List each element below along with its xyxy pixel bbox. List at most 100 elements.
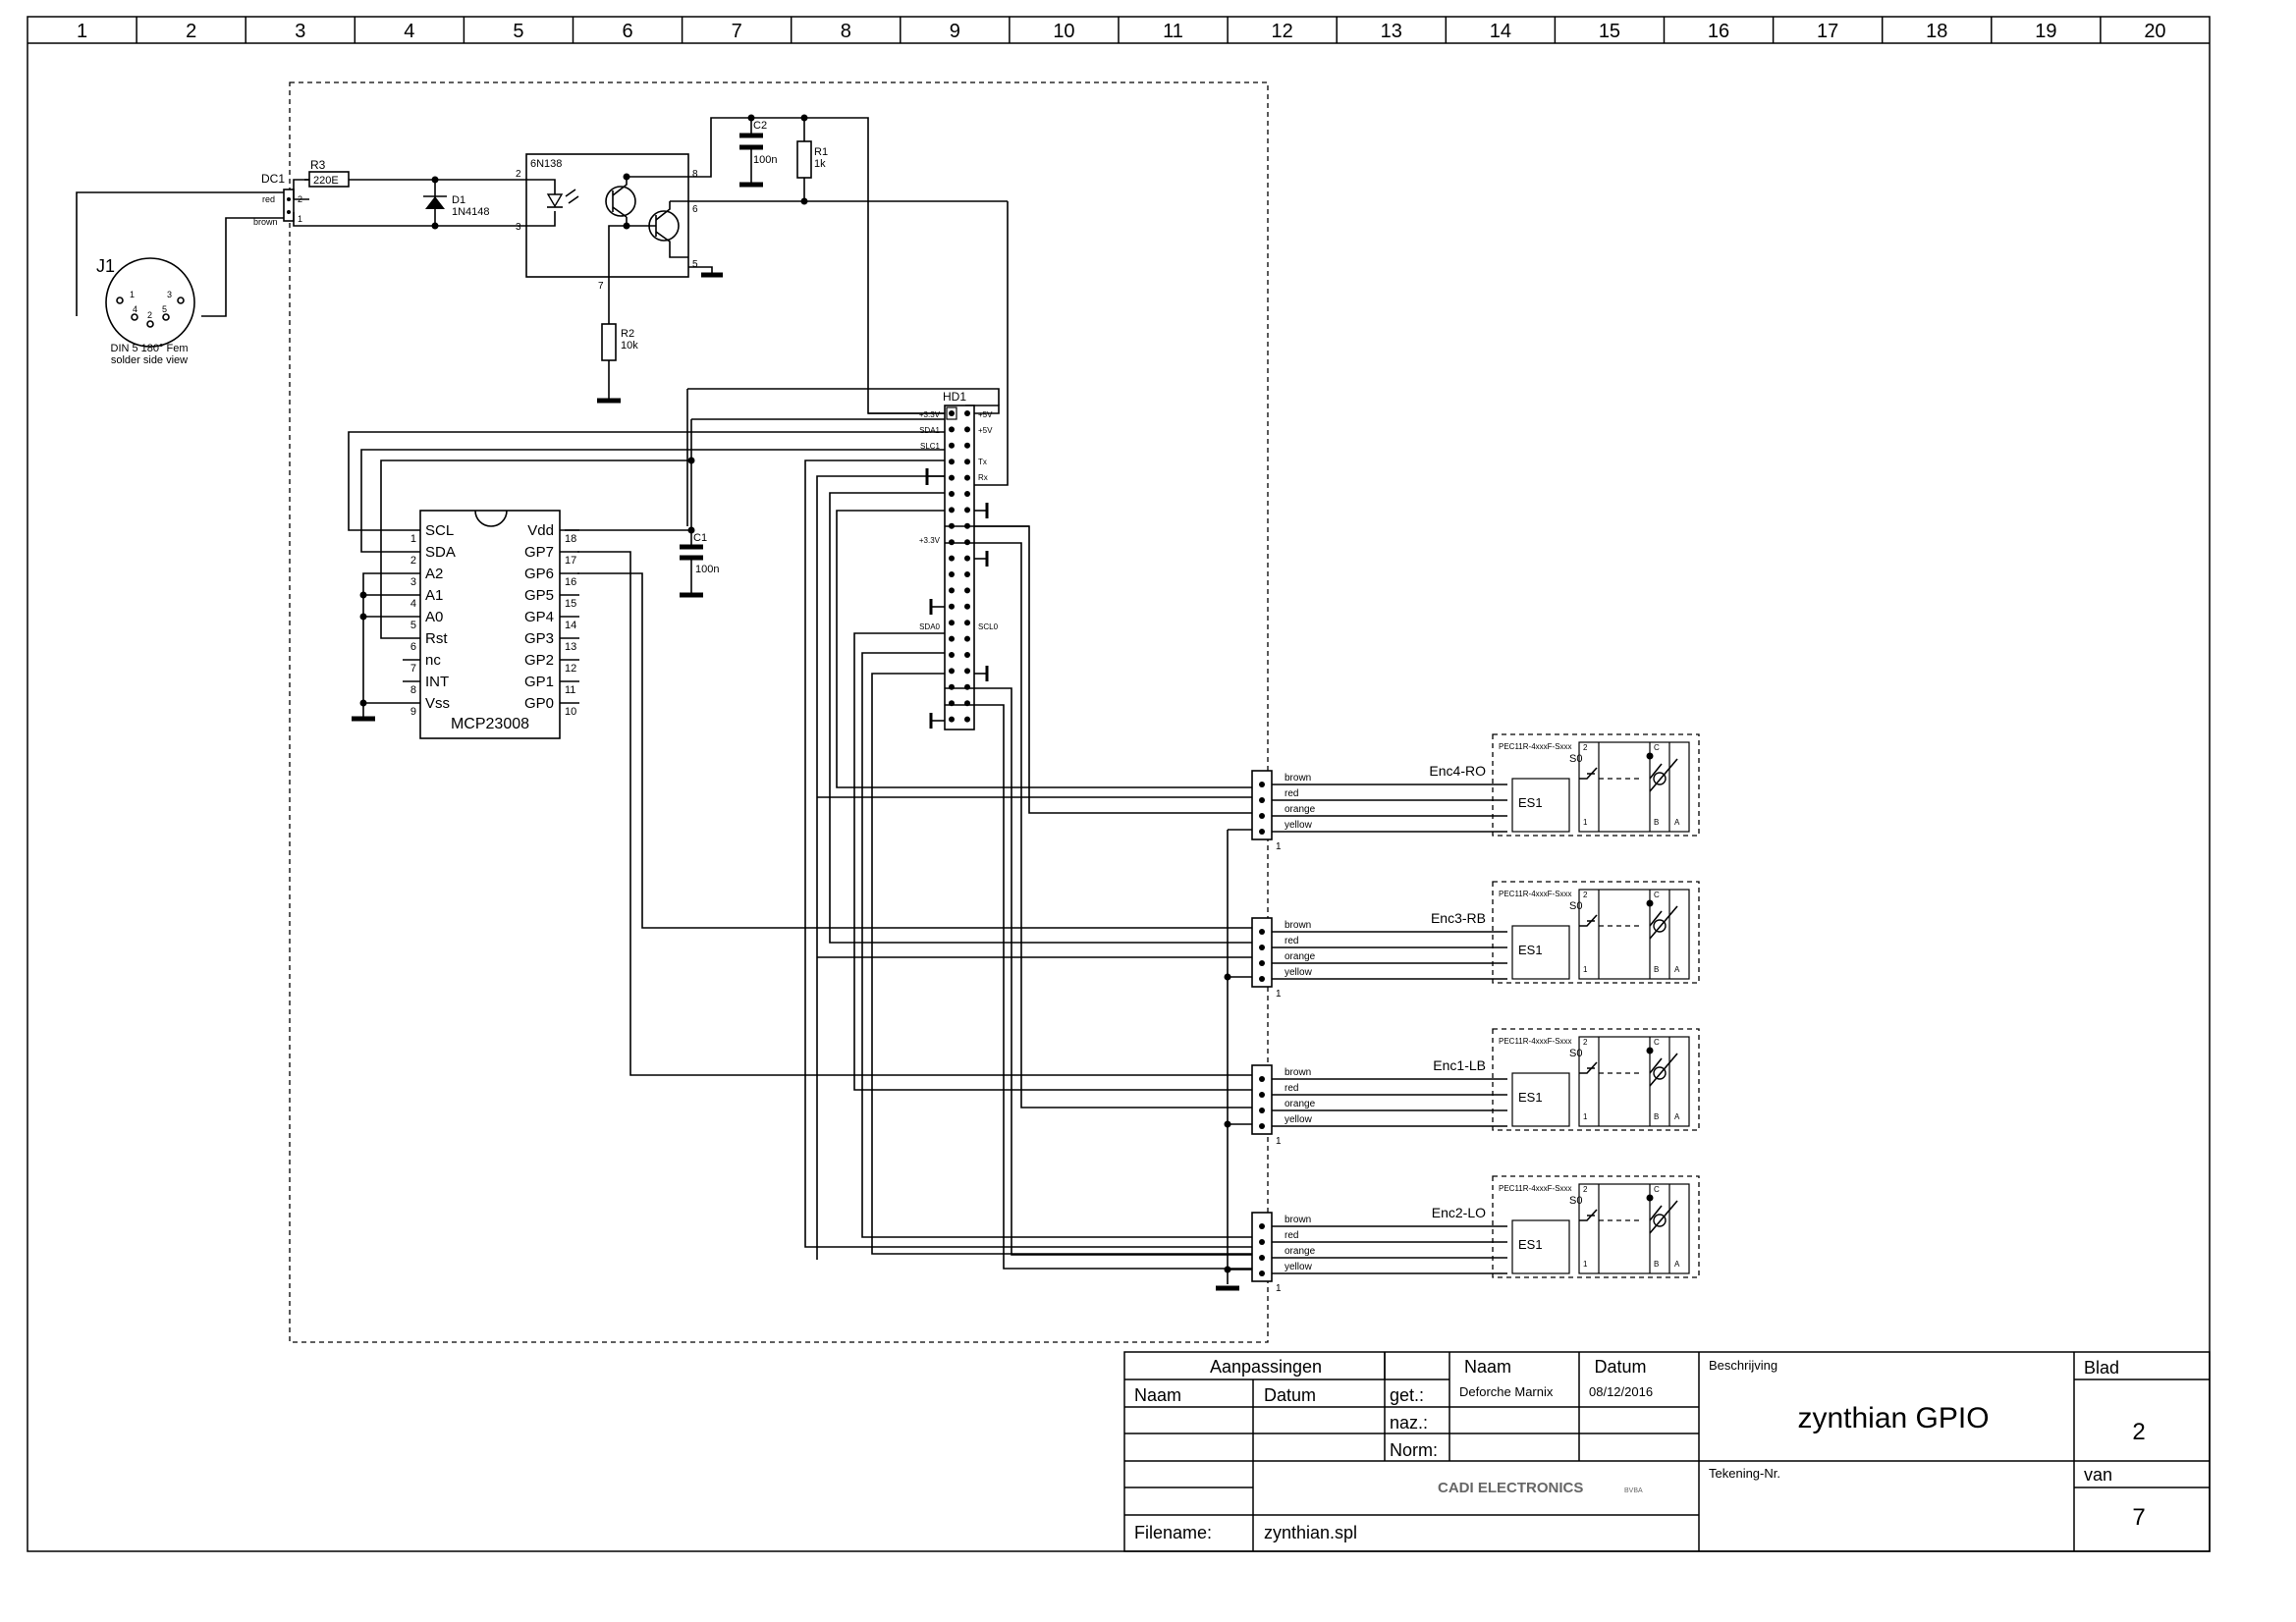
encoder-wire-label: brown — [1285, 1215, 1311, 1225]
encoder-terminal-label: B — [1654, 1260, 1659, 1269]
encoder-wire-label: yellow — [1285, 1114, 1313, 1125]
mcp-pin-name: Vdd — [527, 522, 554, 539]
mcp23008-name: MCP23008 — [451, 716, 529, 732]
encoder-terminal-label: 2 — [1583, 1185, 1588, 1194]
tb-author: Deforche Marnix — [1459, 1384, 1554, 1399]
opto-pin: 6 — [692, 204, 698, 215]
hd1-label-right: +5V — [978, 410, 993, 419]
grid-column-label: 11 — [1163, 21, 1183, 42]
mcp-pin-name: GP1 — [524, 674, 554, 690]
encoders: brownredorangeyellow1Enc4-ROPEC11R-4xxxF… — [1251, 733, 1700, 1294]
din-pin-label: 5 — [162, 304, 167, 314]
mcp23008-body — [419, 510, 561, 739]
mcp-pin-number: 11 — [565, 684, 575, 696]
hd1-pin — [949, 635, 955, 642]
hd1-pin — [964, 603, 970, 610]
hd1-label-right: SCL0 — [978, 622, 999, 631]
mcp-pin-name: GP7 — [524, 544, 554, 561]
sheet-frame — [27, 16, 2211, 1552]
tb-beschrijving-label: Beschrijving — [1709, 1358, 1777, 1373]
hd1-pin — [964, 635, 970, 642]
tb-col-naam: Naam — [1134, 1385, 1181, 1405]
din-connector-body — [105, 257, 195, 348]
grid-column-label: 8 — [841, 21, 851, 42]
hd1-label-left: SLC1 — [920, 442, 941, 451]
mcp-pin-name: GP3 — [524, 630, 554, 647]
hd1-label-left: +3.3V — [919, 536, 941, 545]
encoder-wire-label: red — [1285, 1230, 1298, 1241]
din-pin-label: 2 — [147, 310, 152, 320]
board-outline — [289, 81, 1269, 1343]
dc1-pin: 1 — [298, 214, 302, 224]
encoder-name: Enc2-LO — [1432, 1205, 1486, 1220]
mcp-pin-number: 4 — [410, 598, 416, 610]
encoder-pin1: 1 — [1276, 1283, 1282, 1294]
hd1-body — [944, 405, 975, 730]
din-pin-label: 1 — [130, 290, 135, 299]
encoder-connector — [1251, 770, 1273, 840]
hd1-pin — [964, 459, 970, 465]
mcp-pin-number: 5 — [410, 620, 416, 631]
encoder-terminal-label: 2 — [1583, 891, 1588, 899]
encoder-name: Enc3-RB — [1431, 910, 1486, 926]
encoder-wire-label: red — [1285, 936, 1298, 946]
encoder-terminal-label: B — [1654, 965, 1659, 974]
grid-column-label: 17 — [1817, 21, 1838, 42]
encoder-wire-label: brown — [1285, 920, 1311, 931]
hd1-pin — [949, 459, 955, 465]
hd1-ref: HD1 — [943, 390, 966, 404]
encoder-terminal-label: 1 — [1583, 1260, 1588, 1269]
opto-pin: 8 — [692, 169, 698, 180]
encoder-es-label: ES1 — [1518, 1090, 1543, 1105]
hd1-pin — [949, 507, 955, 514]
hd1-pin — [949, 620, 955, 626]
hd1-pin — [964, 410, 970, 416]
encoder-part: PEC11R-4xxxF-Sxxx — [1499, 1184, 1572, 1193]
hd1-label-left: +3.3V — [919, 410, 941, 419]
hd1-pin — [964, 652, 970, 658]
encoder-switch-label: S0 — [1569, 1048, 1582, 1059]
mcp-pin-name: A0 — [425, 609, 443, 625]
tb-datum-header: Datum — [1594, 1357, 1646, 1377]
encoder-outline — [1492, 1175, 1700, 1278]
encoder-terminal-label: 2 — [1583, 1038, 1588, 1047]
encoder-es-label: ES1 — [1518, 1237, 1543, 1252]
r1-value: 1k — [814, 158, 826, 170]
encoder-terminal-label: C — [1654, 743, 1660, 752]
r2-value: 10k — [621, 340, 638, 351]
encoder-terminal-label: A — [1674, 1112, 1680, 1121]
mcp-pin-name: GP6 — [524, 566, 554, 582]
r1-resistor — [796, 140, 812, 179]
midi-input-section: J1 1 4 2 5 3 DIN 5 180° Fem solder side … — [76, 81, 1269, 1343]
hd1-pin — [949, 555, 955, 562]
hd1-pin — [964, 491, 970, 497]
encoder-terminal-label: C — [1654, 1038, 1660, 1047]
tb-van-label: van — [2084, 1465, 2112, 1485]
encoder-terminal-label: C — [1654, 1185, 1660, 1194]
encoder-terminal-label: 1 — [1583, 818, 1588, 827]
mcp-pin-name: nc — [425, 652, 441, 669]
hd1-pin — [949, 491, 955, 497]
hd1-pin — [949, 603, 955, 610]
c2-value: 100n — [753, 154, 777, 166]
mcp-pin-name: GP0 — [524, 695, 554, 712]
grid-column-label: 10 — [1053, 21, 1074, 42]
hd1-label-right: Rx — [978, 473, 988, 482]
mcp-pin-number: 2 — [410, 555, 416, 567]
encoder-terminal-label: B — [1654, 1112, 1659, 1121]
grid-column-label: 9 — [950, 21, 960, 42]
encoder-terminal-label: A — [1674, 818, 1680, 827]
hd1-pin — [949, 426, 955, 433]
d1-ref: D1 — [452, 194, 465, 206]
hd1-pin — [964, 555, 970, 562]
mcp-pin-name: INT — [425, 674, 449, 690]
opto-pin: 7 — [598, 281, 604, 292]
mcp-pin-name: SCL — [425, 522, 454, 539]
grid-column-label: 12 — [1272, 21, 1293, 42]
encoder-wire-label: red — [1285, 1083, 1298, 1094]
encoder-name: Enc1-LB — [1433, 1057, 1486, 1073]
encoder-pin1: 1 — [1276, 841, 1282, 852]
mcp-pin-number: 9 — [410, 706, 416, 718]
hd1-pin — [964, 507, 970, 514]
mcp-pin-number: 3 — [410, 576, 416, 588]
